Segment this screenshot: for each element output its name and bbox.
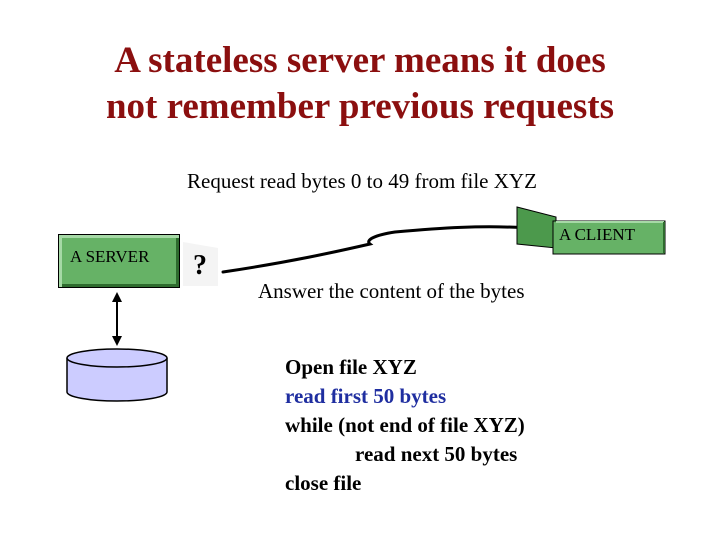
code-line-1: Open file XYZ <box>285 355 417 379</box>
title-line-1: A stateless server means it does <box>114 40 606 81</box>
question-box <box>183 242 218 286</box>
double-arrow-icon <box>112 292 122 346</box>
pseudocode-block: Open file XYZ read first 50 bytes while … <box>285 353 525 498</box>
client-box <box>516 206 666 255</box>
question-mark: ? <box>193 250 207 281</box>
title-line-2: not remember previous requests <box>105 86 615 127</box>
database-icon <box>66 348 168 402</box>
code-line-2: read first 50 bytes <box>285 384 447 408</box>
server-box <box>58 234 180 288</box>
request-label: Request read bytes 0 to 49 from file XYZ <box>187 169 537 193</box>
server-label: A SERVER <box>70 247 150 266</box>
connection-line <box>221 225 532 274</box>
answer-label: Answer the content of the bytes <box>258 279 525 303</box>
client-label: A CLIENT <box>559 225 636 244</box>
code-line-5: close file <box>285 471 362 495</box>
code-line-4: read next 50 bytes <box>355 442 518 466</box>
page-title: A stateless server means it does not rem… <box>0 38 720 130</box>
code-line-3: while (not end of file XYZ) <box>285 413 525 437</box>
